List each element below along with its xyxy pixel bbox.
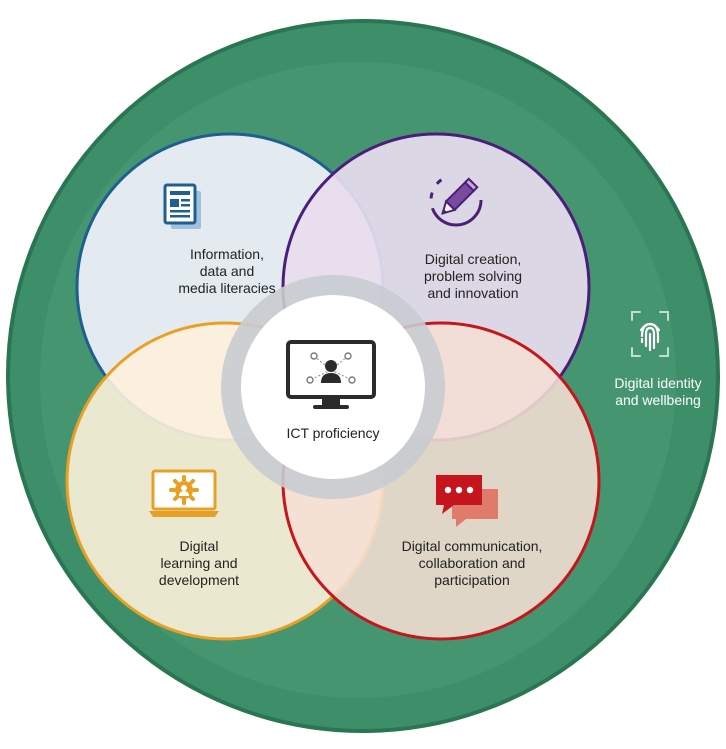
pencil-icon [429, 173, 483, 227]
label-digital-identity: Digital identity and wellbeing [614, 375, 702, 408]
fingerprint-icon [631, 311, 669, 357]
label-center: ICT proficiency [286, 425, 380, 441]
label-communication: Digital communication, collaboration and… [401, 538, 543, 588]
monitor-network-icon [286, 340, 376, 409]
label-learning: Digital learning and development [158, 538, 240, 588]
document-icon [163, 183, 201, 229]
chat-bubbles-icon [436, 475, 498, 527]
label-information: Information, data and media literacies [178, 246, 276, 296]
laptop-gear-icon [149, 469, 219, 517]
label-creation: Digital creation, problem solving and in… [423, 251, 523, 301]
